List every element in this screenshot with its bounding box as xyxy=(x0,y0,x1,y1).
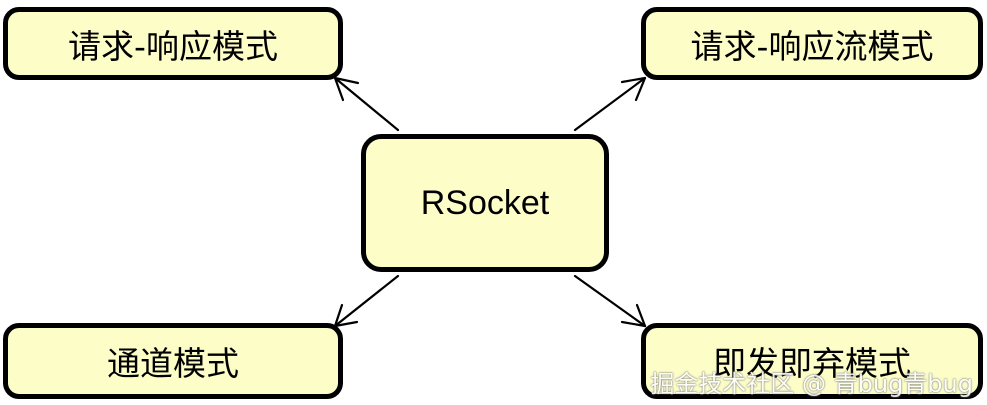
arrowhead-top-right xyxy=(620,76,647,102)
fire-and-forget-label: 即发即弃模式 xyxy=(713,344,911,383)
arrow-to-fire-and-forget xyxy=(573,274,647,328)
rsocket-label: RSocket xyxy=(420,183,550,222)
watermark-text: 掘金技术社区 @ 青bug青bug xyxy=(650,370,973,398)
request-stream-label: 请求-响应流模式 xyxy=(690,26,934,66)
request-response-node: 请求-响应模式 xyxy=(3,7,343,80)
request-stream-node: 请求-响应流模式 xyxy=(641,7,983,80)
arrow-to-request-response xyxy=(333,76,400,132)
arrowhead-bottom-right xyxy=(620,303,647,328)
request-response-label: 请求-响应模式 xyxy=(68,26,278,66)
channel-label: 通道模式 xyxy=(107,344,239,383)
channel-node: 通道模式 xyxy=(3,323,343,399)
arrow-to-request-stream xyxy=(573,76,647,132)
fire-and-forget-node: 即发即弃模式 xyxy=(641,323,983,399)
arrowhead-top-left xyxy=(333,76,360,102)
rsocket-node: RSocket xyxy=(361,134,609,272)
arrow-to-channel xyxy=(333,274,400,328)
